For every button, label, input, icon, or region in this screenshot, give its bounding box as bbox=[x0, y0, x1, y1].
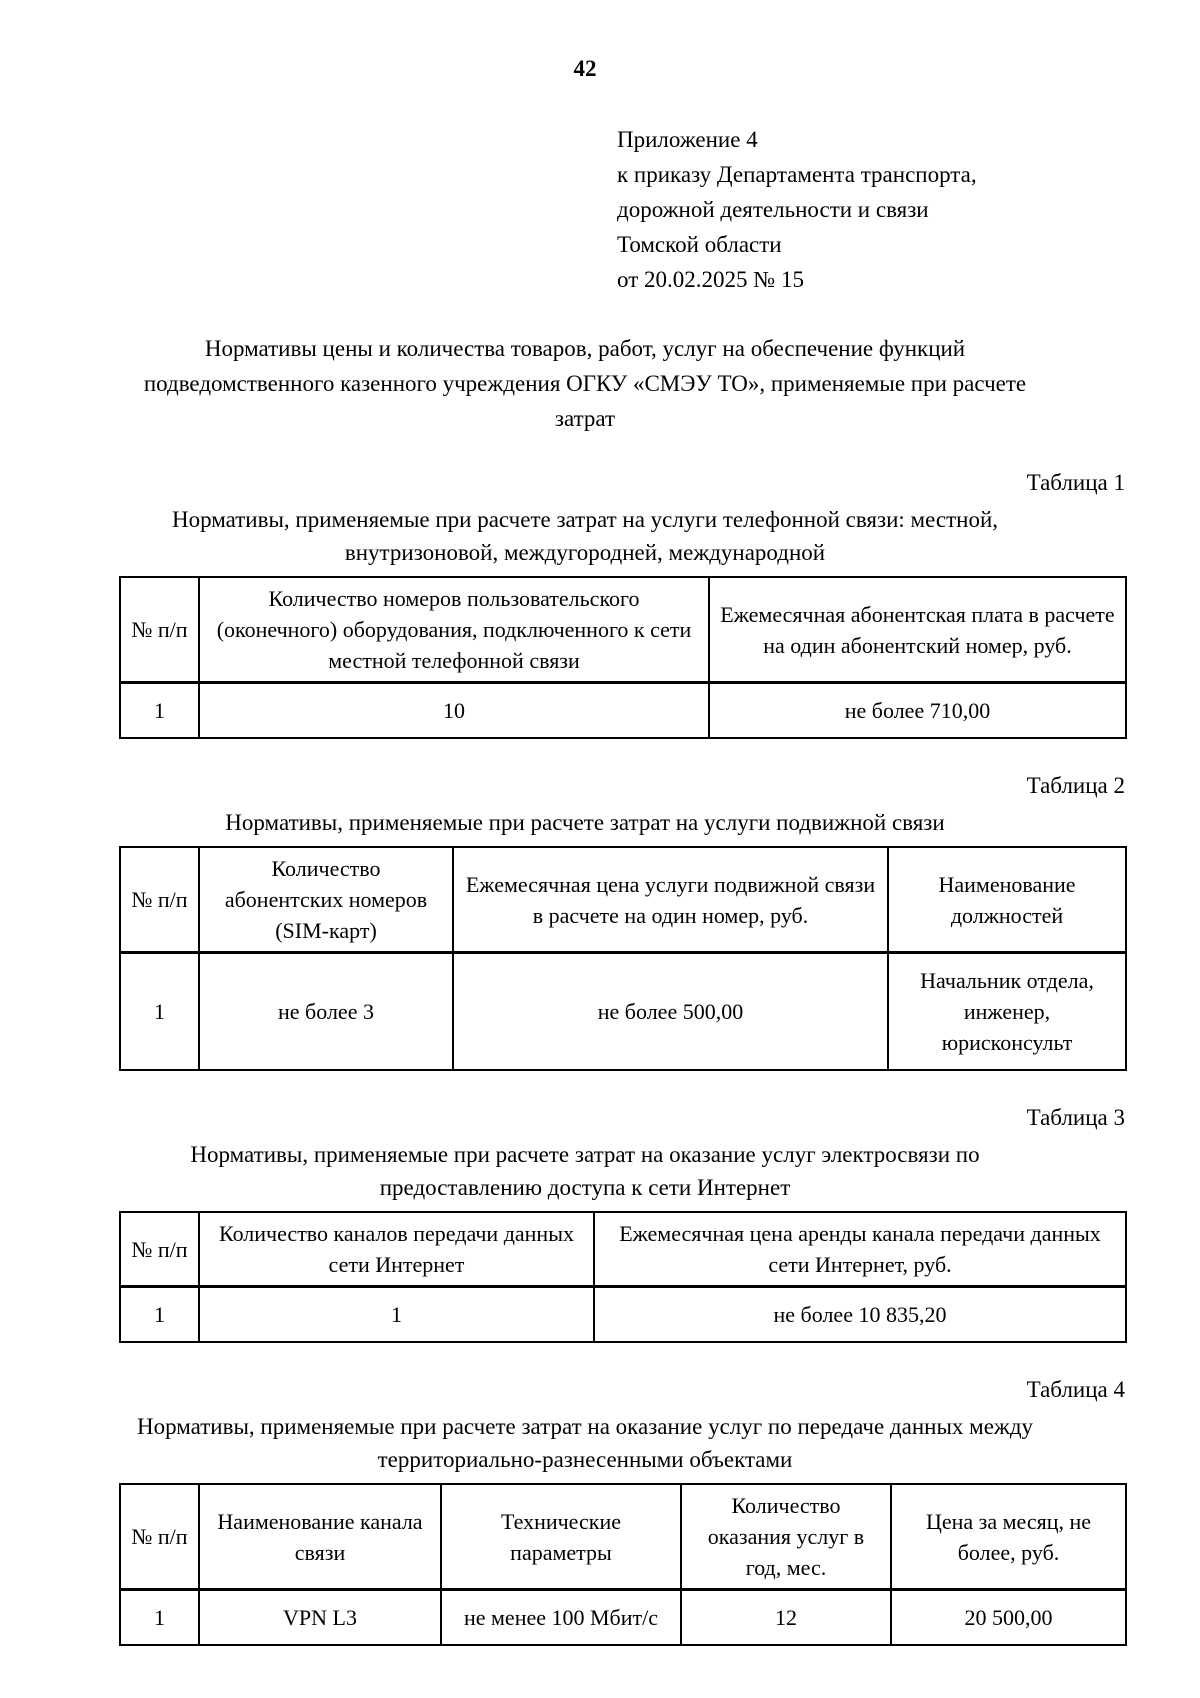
table-header-cell: Количество номеров пользовательского (ок… bbox=[198, 576, 710, 684]
table-label: Таблица 1 bbox=[1026, 470, 1125, 495]
table-cell: не менее 100 Мбит/с bbox=[440, 1588, 682, 1646]
table-header-cell: Количество оказания услуг в год, мес. bbox=[680, 1483, 892, 1591]
table-header-cell: Наименование должностей bbox=[887, 846, 1127, 954]
table-label: Таблица 2 bbox=[1026, 773, 1125, 798]
table-header-cell: № п/п bbox=[119, 1211, 200, 1288]
table-header-cell: Ежемесячная цена услуги подвижной связи … bbox=[452, 846, 889, 954]
appendix-line: Приложение 4 bbox=[617, 127, 758, 152]
table-section: Таблица 3 Нормативы, применяемые при рас… bbox=[119, 1103, 1127, 1343]
table-label: Таблица 4 bbox=[1026, 1377, 1125, 1402]
table-caption: Нормативы, применяемые при расчете затра… bbox=[171, 507, 999, 565]
appendix-line: к приказу Департамента транспорта, bbox=[617, 162, 977, 187]
table-section: Таблица 1 Нормативы, применяемые при рас… bbox=[119, 468, 1127, 739]
document-title: Нормативы цены и количества товаров, раб… bbox=[143, 336, 1027, 431]
table-cell: не более 710,00 bbox=[708, 681, 1127, 739]
table-cell: Начальник отдела, инженер, юрисконсульт bbox=[887, 951, 1127, 1071]
table-header-cell: Количество абонентских номеров (SIM-карт… bbox=[198, 846, 454, 954]
table-header-cell: № п/п bbox=[119, 1483, 200, 1591]
table-caption: Нормативы, применяемые при расчете затра… bbox=[136, 1414, 1034, 1472]
table-header-cell: № п/п bbox=[119, 846, 200, 954]
table-header-cell: Технические параметры bbox=[440, 1483, 682, 1591]
table-cell: 1 bbox=[119, 1588, 200, 1646]
table-header-cell: Количество каналов передачи данных сети … bbox=[198, 1211, 595, 1288]
appendix-line: Томской области bbox=[617, 232, 782, 257]
table-cell: 10 bbox=[198, 681, 710, 739]
appendix-block: Приложение 4 к приказу Департамента транс… bbox=[617, 122, 1125, 297]
table-cell: не более 500,00 bbox=[452, 951, 889, 1071]
table-header-cell: № п/п bbox=[119, 576, 200, 684]
table-header-cell: Цена за месяц, не более, руб. bbox=[890, 1483, 1127, 1591]
table-cell: не более 10 835,20 bbox=[593, 1285, 1127, 1343]
table-caption: Нормативы, применяемые при расчете затра… bbox=[225, 810, 945, 835]
page-number: 42 bbox=[573, 56, 597, 81]
table-caption: Нормативы, применяемые при расчете затра… bbox=[190, 1142, 980, 1200]
appendix-line: дорожной деятельности и связи bbox=[617, 197, 929, 222]
table-header-cell: Ежемесячная цена аренды канала передачи … bbox=[593, 1211, 1127, 1288]
tables-container: Таблица 1 Нормативы, применяемые при рас… bbox=[119, 468, 1127, 1646]
table-cell: 12 bbox=[680, 1588, 892, 1646]
table-section: Таблица 2 Нормативы, применяемые при рас… bbox=[119, 771, 1127, 1071]
table-header-cell: Наименование канала связи bbox=[198, 1483, 442, 1591]
table-cell: 1 bbox=[119, 951, 200, 1071]
table-label: Таблица 3 bbox=[1026, 1105, 1125, 1130]
table-cell: 1 bbox=[198, 1285, 595, 1343]
table-cell: 20 500,00 bbox=[890, 1588, 1127, 1646]
table-header-cell: Ежемесячная абонентская плата в расчете … bbox=[708, 576, 1127, 684]
table-cell: VPN L3 bbox=[198, 1588, 442, 1646]
appendix-line: от 20.02.2025 № 15 bbox=[617, 267, 804, 292]
table-cell: 1 bbox=[119, 681, 200, 739]
table-section: Таблица 4 Нормативы, применяемые при рас… bbox=[119, 1375, 1127, 1646]
table-cell: 1 bbox=[119, 1285, 200, 1343]
table-cell: не более 3 bbox=[198, 951, 454, 1071]
